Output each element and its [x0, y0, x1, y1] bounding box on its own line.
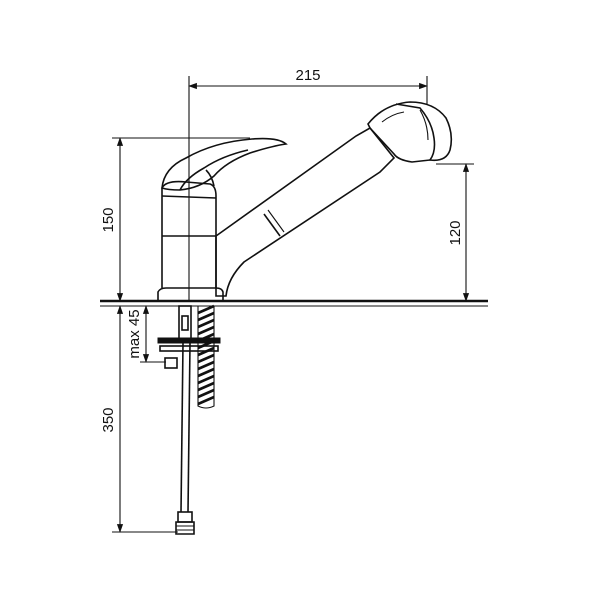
coiled-hose	[197, 304, 215, 409]
mount-thickness-label: max 45	[126, 309, 143, 358]
body-height-label: 150	[100, 207, 117, 232]
mounting-washer	[157, 337, 221, 344]
supply-pipe-left	[180, 342, 184, 513]
spray-head	[367, 101, 453, 163]
lever-handle	[161, 137, 288, 191]
threaded-stud	[178, 305, 192, 343]
dimension-spout-height: 120	[436, 163, 474, 302]
pipe-connector	[177, 511, 193, 523]
hose-coil-outline	[197, 306, 215, 409]
mounting-nut	[164, 357, 178, 369]
hose-length-label: 350	[100, 407, 117, 432]
spout-joint-ring	[263, 213, 281, 237]
faucet-body	[157, 137, 288, 300]
spray-head-face	[395, 103, 436, 161]
lever-handle-joint	[205, 169, 215, 187]
spray-head-grip	[381, 111, 405, 123]
mounting-hardware	[157, 304, 221, 535]
spout-joint-ring-2	[267, 209, 285, 233]
base-flange	[157, 287, 224, 300]
dimension-hose-length: 350	[100, 305, 178, 533]
stud-slot	[181, 315, 189, 331]
lever-handle-edge	[179, 149, 249, 191]
hose-coil-turns	[197, 304, 215, 406]
countertop	[100, 299, 488, 307]
reach-label: 215	[295, 67, 320, 84]
spray-head-detail	[419, 109, 429, 141]
body-cylinder	[161, 180, 217, 288]
mounting-plate	[159, 345, 219, 352]
dimension-mount-thickness: max 45	[126, 305, 166, 363]
spout-height-label: 120	[447, 220, 464, 245]
pullout-spout	[215, 101, 453, 297]
dimension-reach: 215	[188, 67, 428, 300]
dimension-body-height: 150	[100, 137, 250, 302]
supply-pipe-right	[187, 342, 191, 513]
pipe-fitting-nut	[175, 521, 195, 535]
spout-arm	[215, 126, 396, 297]
